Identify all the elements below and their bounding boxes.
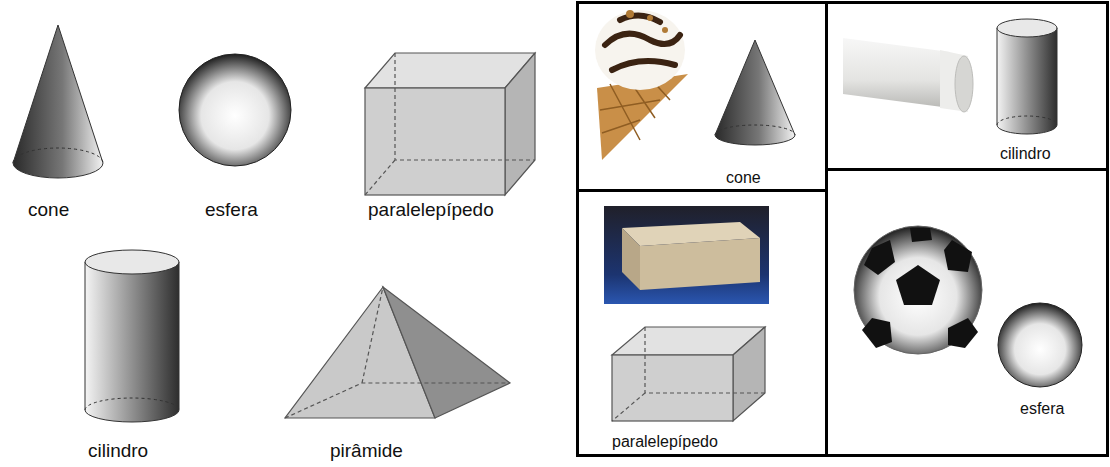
box-photo [604,206,769,304]
shape-name: paralelepípedo [368,199,494,221]
sphere-solid [179,54,291,166]
ice-cream-photo [595,10,688,160]
sphere-solid [998,303,1082,387]
parallelepiped-solid [612,327,765,421]
pyramid-solid [285,287,510,418]
pipe-photo [843,38,973,112]
example-panel: paralelepípedo [576,189,828,457]
shape-name: paralelepípedo [612,433,718,451]
shape-name: cone [726,169,761,187]
shape-name: cone [28,199,69,221]
shape-name: cilindro [1000,145,1051,163]
shape-name: esfera [1020,400,1064,418]
soccer-ball-photo [854,226,982,354]
shape-name: esfera [205,199,258,221]
shape-name: pirâmide [330,440,403,462]
example-panel: esfera [825,168,1109,457]
cone-solid [13,25,103,178]
cylinder-solid [85,250,179,422]
cylinder-solid [997,19,1057,134]
parallelepiped-solid [365,53,535,195]
cone-solid [715,40,795,145]
example-panel: cilindro [825,1,1109,171]
example-panel: cone [576,1,828,192]
shape-name: cilindro [88,440,148,462]
